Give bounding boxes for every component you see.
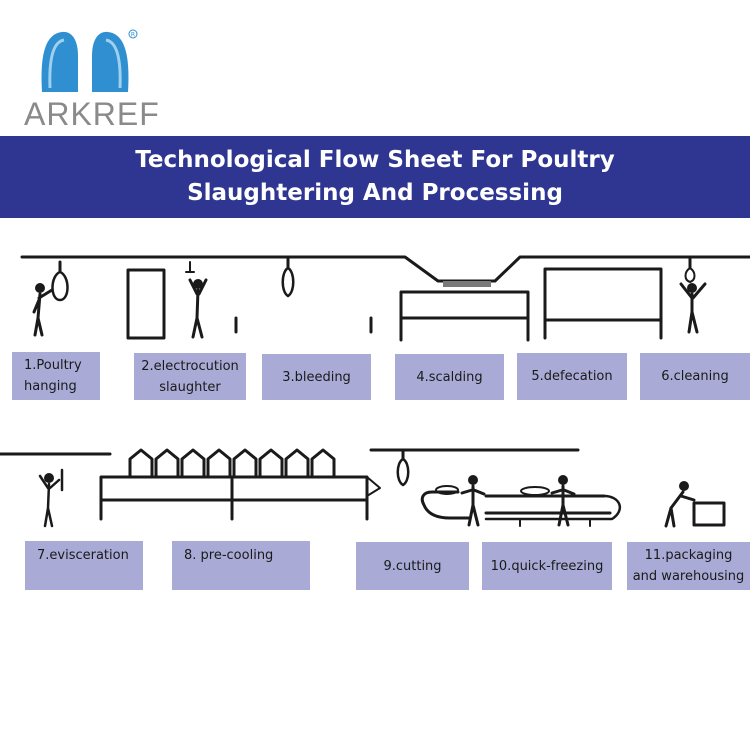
cutting-station-icon	[396, 448, 486, 527]
arkref-logo-icon: R	[41, 29, 138, 92]
scalding-hood-icon	[443, 281, 491, 287]
logo-right-highlight	[105, 38, 122, 89]
step-label-pre-cooling: 8. pre-cooling	[172, 541, 310, 590]
brand-name: ARKREF	[24, 96, 160, 132]
step-label-packaging-warehousing: 11.packaging and warehousing	[627, 542, 750, 590]
step-label-poultry-hanging: 1.Poultry hanging	[12, 352, 100, 400]
title-banner: Technological Flow Sheet For Poultry Sla…	[0, 136, 750, 218]
step-label-bleeding: 3.bleeding	[262, 354, 371, 400]
defecation-frame-icon	[543, 267, 663, 340]
worker-hanging-icon	[32, 260, 69, 337]
cleaning-worker-icon	[679, 257, 707, 334]
step-label-cutting: 9.cutting	[356, 542, 469, 590]
title-line-2: Slaughtering And Processing	[187, 180, 563, 206]
scalding-tank-icon	[399, 290, 530, 342]
quick-freezing-tunnel-icon	[484, 475, 622, 527]
bleeding-shackle-icon	[281, 257, 373, 334]
packaging-worker-icon	[664, 481, 726, 528]
step-label-defecation: 5.defecation	[517, 353, 627, 400]
step-label-cleaning: 6.cleaning	[640, 353, 750, 400]
pre-cooling-tank-icon	[99, 448, 381, 521]
evisceration-worker-icon	[38, 468, 64, 528]
logo-left-highlight	[48, 38, 65, 89]
svg-text:R: R	[131, 32, 135, 39]
registered-mark-icon	[128, 29, 138, 39]
step-label-evisceration: 7.evisceration	[25, 541, 143, 590]
step-label-scalding: 4.scalding	[395, 354, 504, 400]
electrocution-icon	[126, 261, 238, 340]
title-line-1: Technological Flow Sheet For Poultry	[135, 147, 615, 173]
step-label-electrocution-slaughter: 2.electrocution slaughter	[134, 353, 246, 400]
step-label-quick-freezing: 10.quick-freezing	[482, 542, 612, 590]
